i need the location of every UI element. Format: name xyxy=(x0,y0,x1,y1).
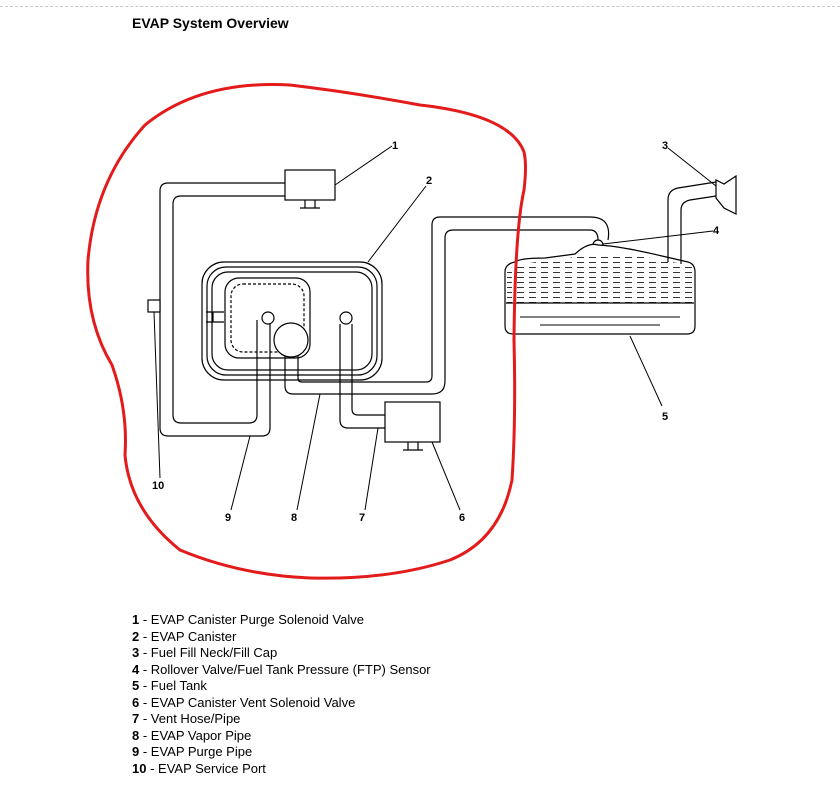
legend-item: 9 - EVAP Purge Pipe xyxy=(132,744,253,759)
fuel-fill-neck xyxy=(667,174,737,264)
callout-1: 1 xyxy=(392,140,398,152)
callout-6: 6 xyxy=(459,512,465,524)
legend-list: 1 - EVAP Canister Purge Solenoid Valve 2… xyxy=(132,612,431,777)
legend-item: 5 - Fuel Tank xyxy=(132,678,207,693)
fuel-tank xyxy=(504,243,696,335)
callout-10: 10 xyxy=(152,480,164,492)
callout-5: 5 xyxy=(662,411,668,423)
legend-item: 2 - EVAP Canister xyxy=(132,628,237,644)
legend-item: 7 - Vent Hose/Pipe xyxy=(132,711,241,726)
legend-item: 4 - Rollover Valve/Fuel Tank Pressure (F… xyxy=(132,661,431,677)
callout-2: 2 xyxy=(426,175,432,187)
vent-solenoid-valve xyxy=(384,401,441,451)
callout-7: 7 xyxy=(359,512,365,524)
callout-3: 3 xyxy=(662,140,668,152)
legend-item: 6 - EVAP Canister Vent Solenoid Valve xyxy=(132,694,356,710)
purge-solenoid-valve xyxy=(284,169,336,209)
legend-item: 1 - EVAP Canister Purge Solenoid Valve xyxy=(132,612,364,627)
vent-hose xyxy=(339,324,385,429)
red-annotation-circle xyxy=(86,83,527,580)
callout-8: 8 xyxy=(291,512,297,524)
page-title: EVAP System Overview xyxy=(132,15,289,31)
callout-4: 4 xyxy=(713,225,720,237)
service-port xyxy=(147,299,161,313)
leader-lines xyxy=(153,145,717,511)
legend-item: 8 - EVAP Vapor Pipe xyxy=(132,727,252,743)
callout-9: 9 xyxy=(225,512,231,524)
legend-item: 3 - Fuel Fill Neck/Fill Cap xyxy=(132,645,278,660)
evap-canister xyxy=(201,261,383,381)
page-top-rule xyxy=(0,6,840,7)
legend-item: 10 - EVAP Service Port xyxy=(132,760,266,776)
evap-diagram: 1 2 3 4 5 6 7 8 9 10 xyxy=(86,83,737,580)
evap-purge-pipe xyxy=(147,182,285,437)
callout-labels: 1 2 3 4 5 6 7 8 9 10 xyxy=(152,140,720,524)
